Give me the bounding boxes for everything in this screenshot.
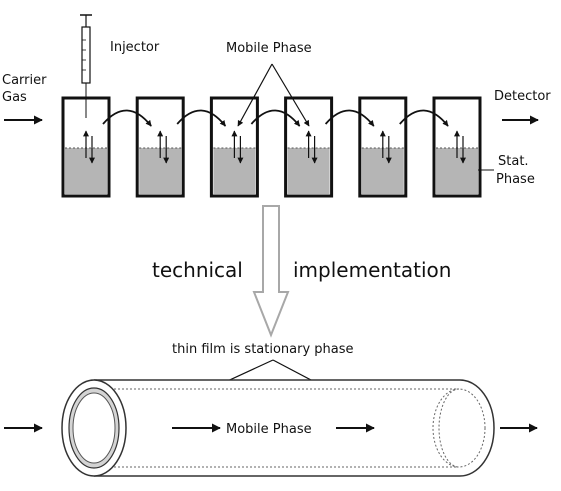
injector-label: Injector bbox=[110, 40, 160, 55]
column-vessel bbox=[358, 96, 408, 198]
stat-phase-label-line1: Stat. bbox=[498, 154, 529, 169]
capillary-tube bbox=[61, 379, 495, 477]
hollow-down-arrow bbox=[252, 205, 290, 338]
flow-curve-arrow bbox=[176, 109, 227, 127]
column-vessel bbox=[135, 96, 185, 198]
mobile-phase-label-tube: Mobile Phase bbox=[226, 422, 312, 437]
mobile-phase-pointer-right bbox=[271, 63, 310, 127]
vessel-connectors bbox=[102, 109, 449, 127]
technical-label: technical bbox=[152, 258, 243, 282]
mobile-phase-label-top: Mobile Phase bbox=[226, 41, 312, 56]
flow-curve-arrow bbox=[250, 109, 301, 127]
vessel-row bbox=[61, 96, 482, 198]
column-vessel bbox=[284, 96, 334, 198]
carrier-gas-label-line1: Carrier bbox=[2, 73, 47, 88]
column-vessel bbox=[61, 96, 111, 198]
carrier-gas-label-line2: Gas bbox=[2, 90, 27, 105]
thin-film-label: thin film is stationary phase bbox=[172, 342, 354, 357]
implementation-label: implementation bbox=[293, 258, 451, 282]
flow-curve-arrow bbox=[102, 109, 152, 127]
mobile-phase-pointer-left bbox=[237, 63, 273, 127]
flow-curve-arrow bbox=[324, 109, 375, 127]
detector-label: Detector bbox=[494, 89, 551, 104]
column-vessel bbox=[432, 96, 482, 198]
column-vessel bbox=[209, 96, 259, 198]
flow-curve-arrow bbox=[399, 109, 449, 127]
stat-phase-label-line2: Phase bbox=[496, 172, 535, 187]
syringe-icon bbox=[80, 14, 92, 118]
